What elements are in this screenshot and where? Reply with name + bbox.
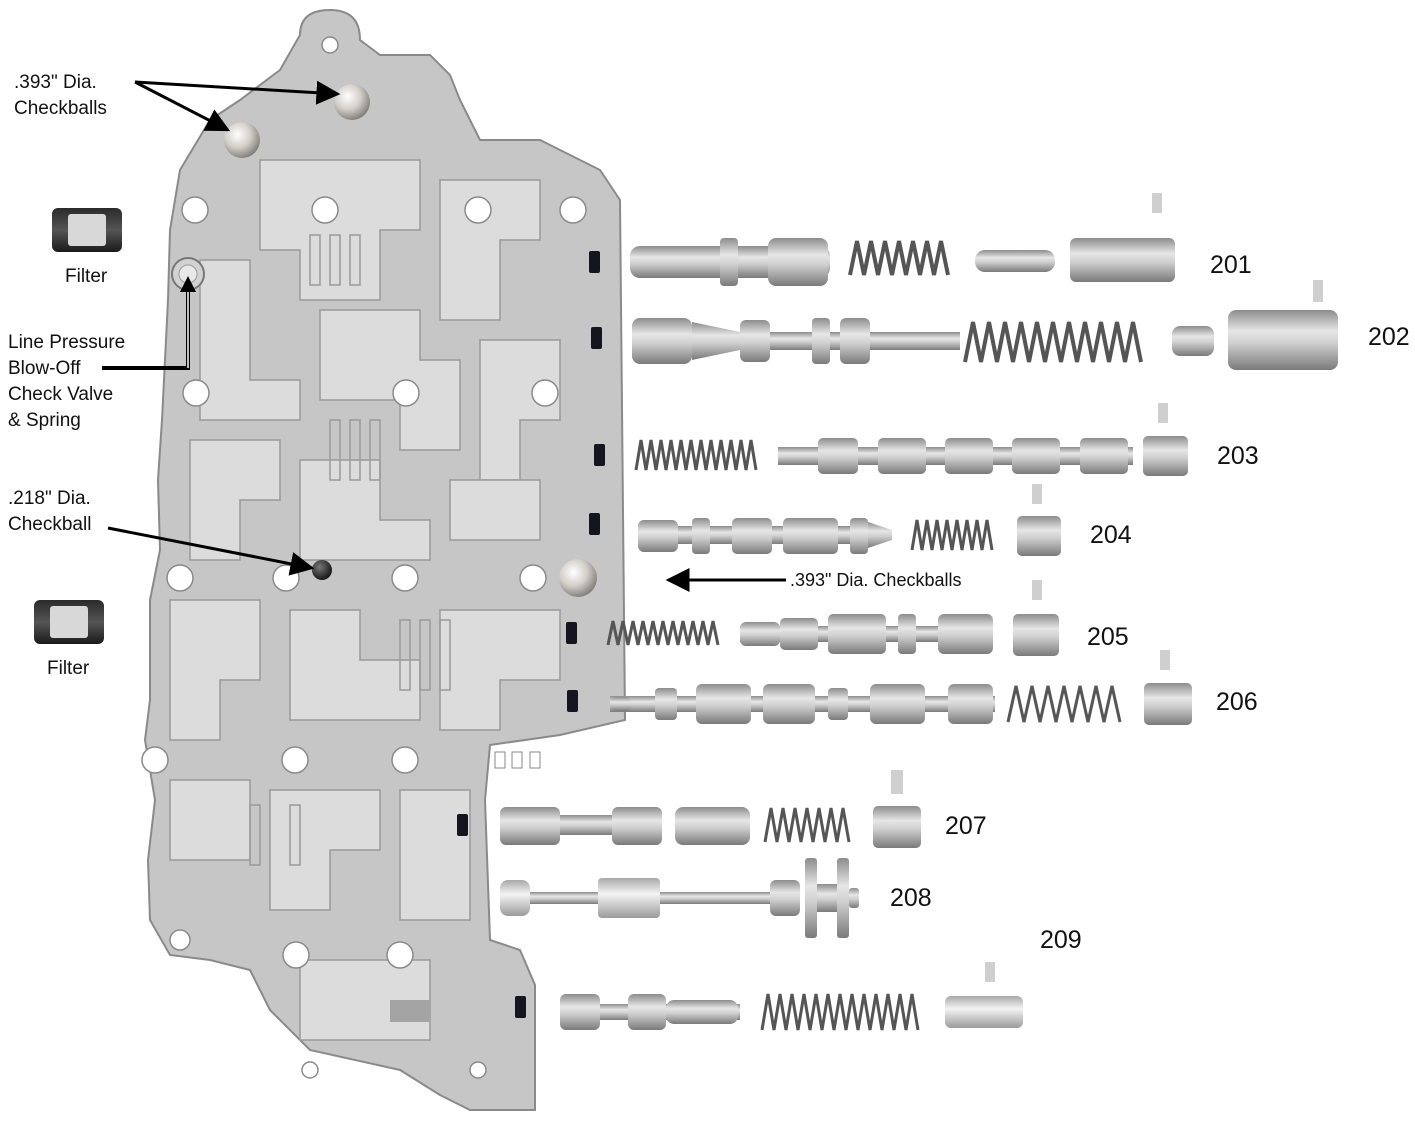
valve-number-201: 201 [1210,251,1252,279]
valve-number-207: 207 [945,812,987,840]
label-line: Check Valve [8,384,114,405]
label-line: Checkballs [14,98,107,119]
checkball-393-icon [334,84,370,120]
valve-assembly-203 [634,403,1188,476]
checkball-393-icon [224,122,260,158]
checkballs-393-right-label: .393" Dia. Checkballs [790,570,962,590]
filter-icon [52,208,122,252]
valve-assembly-205 [606,580,1059,656]
label-line: Line Pressure [8,332,126,353]
valve-assembly-204 [638,484,1061,556]
blow-off-valve-label: Line Pressure Blow-Off Check Valve & Spr… [8,330,125,434]
callout-arrows [107,80,786,592]
valve-number-205: 205 [1087,623,1129,651]
valve-number-203: 203 [1217,442,1259,470]
label-line: & Spring [8,410,81,431]
blow-off-callout-line [102,276,196,370]
plate-inserts [457,251,605,1018]
valve-assembly-201 [630,193,1175,286]
checkball-218-icon [312,560,332,580]
label-line: .393" Dia. [14,72,97,93]
checkball-393-icon [559,559,597,597]
valve-assembly-206 [610,650,1192,725]
label-line: Checkball [8,514,92,535]
valve-number-204: 204 [1090,521,1132,549]
checkballs-393-top-label: .393" Dia. Checkballs [14,70,107,122]
filter-top-label: Filter [65,266,108,287]
filter-bottom-label: Filter [47,658,90,679]
valve-assembly-202 [632,280,1338,370]
valve-assembly-207 [500,770,921,848]
valve-assembly-209 [560,962,1023,1031]
valve-number-208: 208 [890,884,932,912]
label-line: Blow-Off [8,358,81,379]
filter-icon [34,600,104,644]
separator-plate [141,8,627,1111]
label-line: .218" Dia. [8,488,91,509]
valve-number-202: 202 [1368,323,1410,351]
checkball-218-label: .218" Dia. Checkball [8,486,91,538]
valve-number-206: 206 [1216,688,1258,716]
valve-number-209: 209 [1040,926,1082,954]
valve-assembly-208 [500,858,859,938]
